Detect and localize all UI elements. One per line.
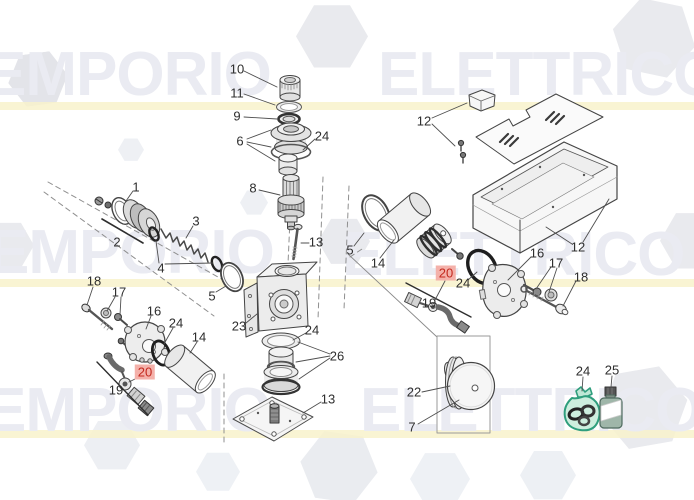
part-box-12 [472, 141, 618, 254]
part-cylinder-14-left [164, 344, 216, 394]
part-hose-19-left [96, 352, 155, 417]
part-screw-washer-1 [94, 196, 112, 209]
part-screw-13-center [291, 223, 303, 261]
leader-lines [86, 70, 613, 425]
part-base-plate-13 [232, 396, 314, 442]
part-bolt-18-right [520, 285, 569, 316]
part-clip-12 [468, 89, 496, 112]
part-ring-11 [276, 101, 302, 113]
part-seal-9 [277, 112, 301, 126]
part-pulley-22 [444, 356, 496, 411]
part-oil-bottle-25 [599, 386, 623, 429]
part-piston-stack-26 [261, 332, 301, 396]
lid-logo-marks [498, 110, 566, 148]
part-o-rings-4 [148, 226, 224, 273]
part-bearing-10 [279, 75, 301, 102]
part-piston-2 [101, 199, 161, 244]
part-valve-cover-16-left [124, 321, 169, 364]
part-grooved-piston [416, 223, 452, 259]
part-lid-12 [475, 93, 604, 165]
part-bolt-18-left [81, 303, 114, 331]
part-hose-19-right [404, 282, 472, 334]
part-pump-body-23 [243, 261, 318, 338]
part-seal-bag-24 [563, 386, 601, 432]
part-bushing-stack-6 [270, 122, 312, 176]
part-fasteners-17-left [100, 307, 131, 350]
part-gear-shaft-8 [277, 174, 305, 231]
part-lid-screws [457, 139, 467, 164]
part-valve-cover-16-right [478, 263, 528, 319]
part-ring-5-left [220, 261, 244, 293]
part-cylinder-14-right [376, 192, 432, 244]
part-small-screw-right [451, 248, 464, 260]
part-spring-3 [160, 228, 209, 263]
